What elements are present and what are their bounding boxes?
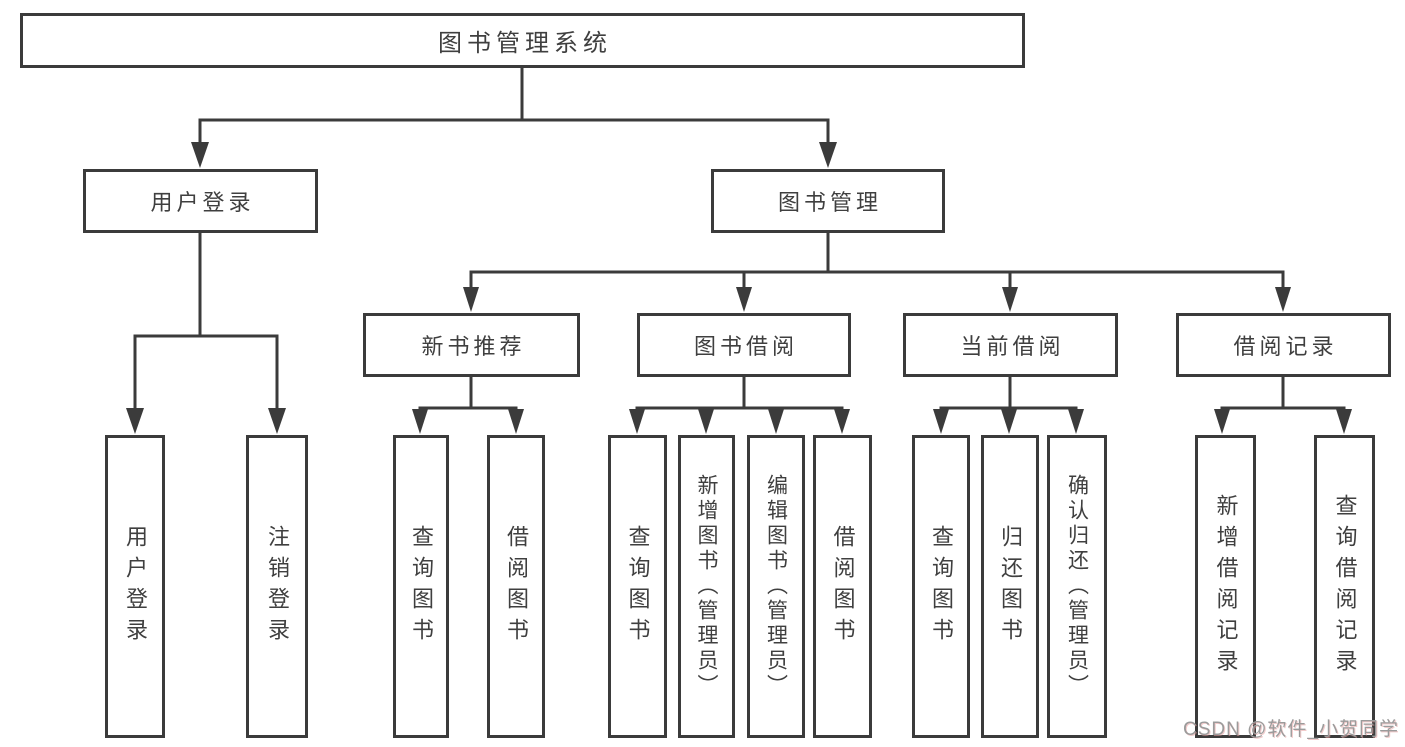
arrowhead [191,142,209,168]
arrowhead [834,409,850,434]
leaf-query-borrow-record: 查询借阅记录 [1314,435,1375,738]
connector-root-branch [198,68,830,146]
arrowhead [1336,409,1352,434]
connector-book-management-branch [469,233,1285,290]
arrowhead [463,287,479,312]
leaf-confirm-return-admin: 确认归还（管理员） [1047,435,1107,738]
arrowhead [126,408,144,434]
csdn-watermark: CSDN @软件_小贺同学 [1183,719,1399,740]
leaf-borrow-books-2: 借阅图书 [813,435,872,738]
leaf-edit-books-admin: 编辑图书（管理员） [747,435,805,738]
arrowhead [1275,287,1291,312]
node-root: 图书管理系统 [20,13,1025,68]
connector-borrow-record-branch [1220,377,1346,412]
arrowhead [768,409,784,434]
arrowhead [819,142,837,168]
leaf-add-books-admin: 新增图书（管理员） [678,435,735,738]
leaf-user-login: 用户登录 [105,435,165,738]
arrowhead [629,409,645,434]
connector-book-borrow-branch [635,377,844,412]
leaf-return-books: 归还图书 [981,435,1039,738]
arrowhead [698,409,714,434]
arrowhead [1002,287,1018,312]
leaf-logout: 注销登录 [246,435,308,738]
leaf-borrow-books-1: 借阅图书 [487,435,545,738]
leaf-add-borrow-record: 新增借阅记录 [1195,435,1256,738]
arrowhead [736,287,752,312]
node-user-login: 用户登录 [83,169,318,233]
node-borrow-records: 借阅记录 [1176,313,1391,377]
node-book-management: 图书管理 [711,169,945,233]
leaf-query-books-1: 查询图书 [393,435,449,738]
connector-new-book-branch [418,377,518,412]
connector-current-borrow-branch [939,377,1078,412]
arrowhead [268,408,286,434]
arrowhead [1001,409,1017,434]
node-book-borrow: 图书借阅 [637,313,851,377]
arrowhead [412,409,428,434]
arrowhead [508,409,524,434]
arrowhead [1068,409,1084,434]
node-current-borrow: 当前借阅 [903,313,1118,377]
connector-user-login-branch [133,233,279,412]
arrowhead [1214,409,1230,434]
leaf-query-books-3: 查询图书 [912,435,970,738]
arrowhead [933,409,949,434]
leaf-query-books-2: 查询图书 [608,435,667,738]
node-new-book-recommend: 新书推荐 [363,313,580,377]
